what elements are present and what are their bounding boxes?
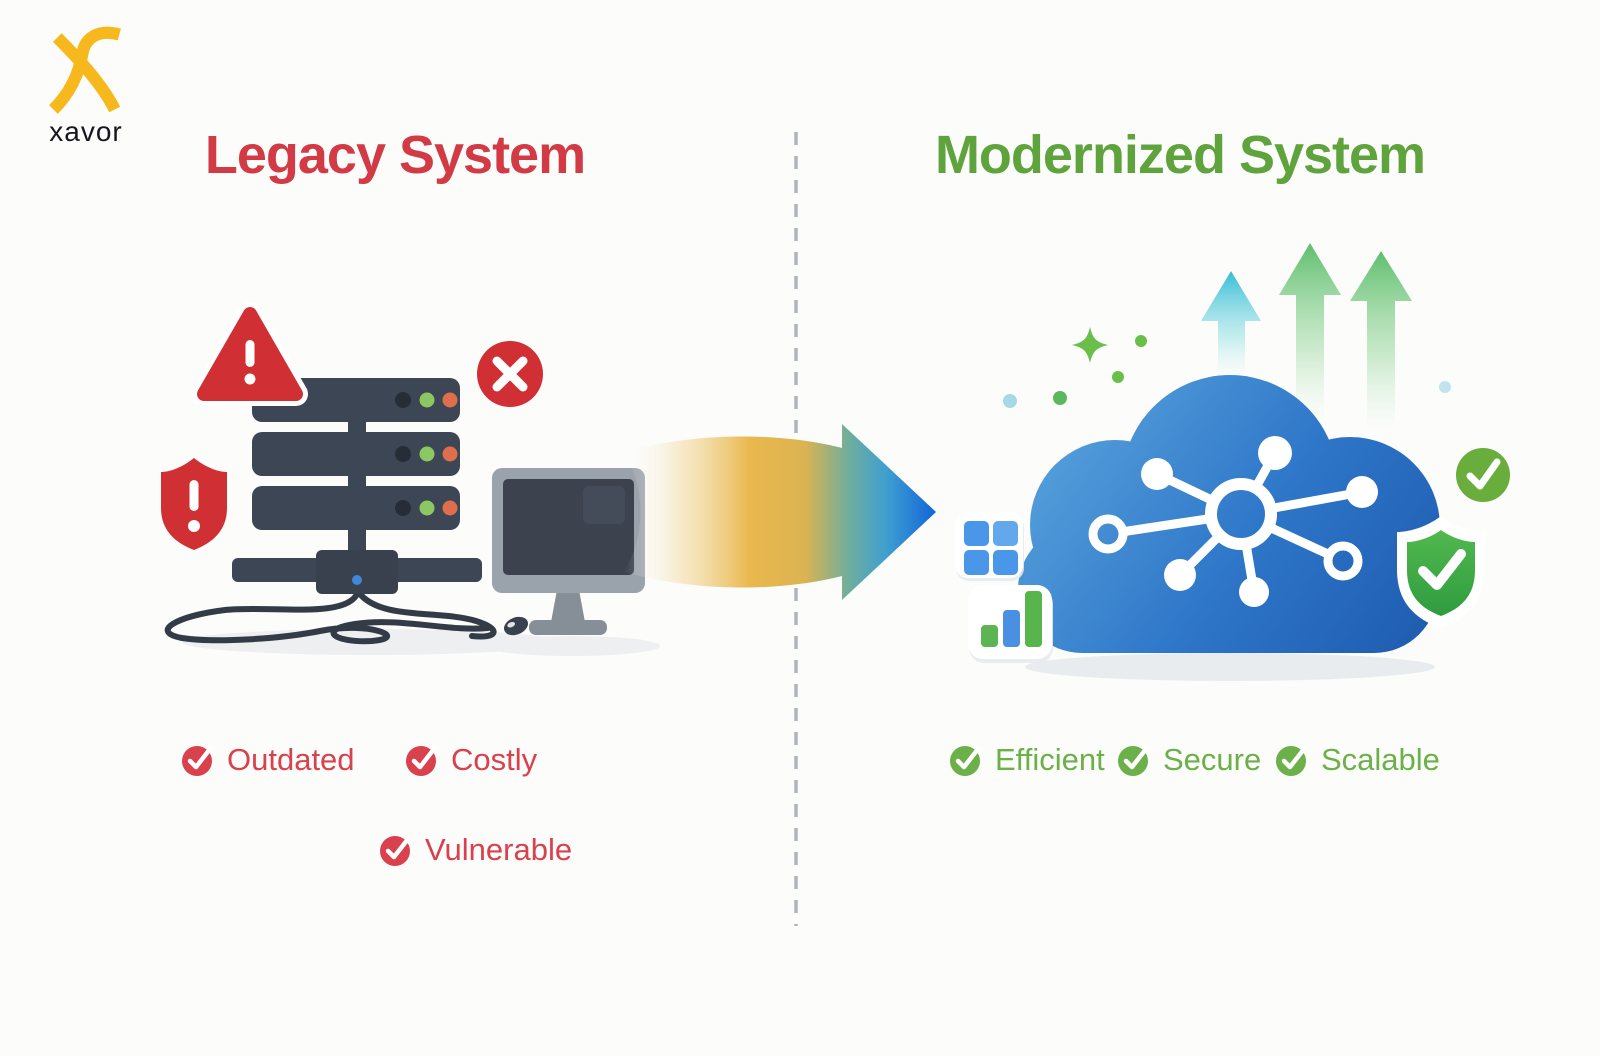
server-led [419,446,435,462]
alert-shield-icon [161,458,227,550]
dot [1439,381,1451,393]
dot [1135,335,1147,347]
red-check-circle-icon [380,836,411,866]
app-grid-icon [955,512,1024,581]
status-led [352,575,362,585]
shadow [484,636,660,656]
modern-illustration [955,243,1510,681]
green-check-circle-icon [1118,746,1149,776]
network-node [1346,476,1378,508]
network-node [1088,514,1128,554]
network-node [1141,458,1173,490]
legacy-label-vulnerable: Vulnerable [378,831,572,869]
server-led [395,500,411,516]
network-node [1323,541,1363,581]
tangled-cables-icon [164,589,497,645]
green-check-circle-icon [950,746,981,776]
mouse-icon [503,616,529,636]
section-divider [794,132,798,926]
server-led [442,500,458,516]
brand-logo: xavor [34,26,138,148]
check-circle-icon [1456,448,1510,502]
legacy-illustration [161,302,660,656]
server-led [419,500,435,516]
server-led [395,392,411,408]
red-check-circle-icon [406,746,437,776]
gradient-arrow-right-icon [624,424,936,600]
growth-arrows-icon [1201,243,1412,430]
server-led [442,392,458,408]
server-rack-icon [232,378,482,594]
red-check-circle-icon [182,746,213,776]
shadow [1025,653,1435,681]
legacy-label-outdated: Outdated [180,741,355,779]
label-text: Scalable [1321,742,1440,777]
server-led [419,392,435,408]
modern-label-secure: Secure [1116,741,1261,779]
label-text: Vulnerable [425,832,573,867]
modern-title: Modernized System [934,125,1426,185]
brand-logo-text: xavor [49,116,123,147]
sparkle-icon [1072,327,1108,363]
label-text: Outdated [227,742,355,777]
security-shield-icon [1397,516,1485,628]
modern-label-efficient: Efficient [948,741,1105,779]
network-node [1258,436,1292,470]
monitor-icon [492,468,645,635]
warning-triangle-icon [192,302,308,406]
green-check-circle-icon [1276,746,1307,776]
error-cross-icon [477,341,543,407]
cloud-network-icon [1018,375,1440,653]
network-hub [1205,478,1277,550]
network-node [1239,577,1269,607]
server-unit [252,432,460,476]
dot [1053,391,1067,405]
x-swoosh-icon [49,26,121,114]
server-led [442,446,458,462]
dot [1112,371,1124,383]
legacy-label-costly: Costly [404,741,537,779]
network-node [1164,559,1196,591]
legacy-title: Legacy System [204,125,586,185]
label-text: Secure [1163,742,1262,777]
dot [1003,394,1017,408]
server-unit [252,486,460,530]
server-led [395,446,411,462]
bar-chart-icon [968,585,1053,663]
label-text: Efficient [995,742,1105,777]
modern-label-scalable: Scalable [1274,741,1440,779]
label-text: Costly [451,742,538,777]
